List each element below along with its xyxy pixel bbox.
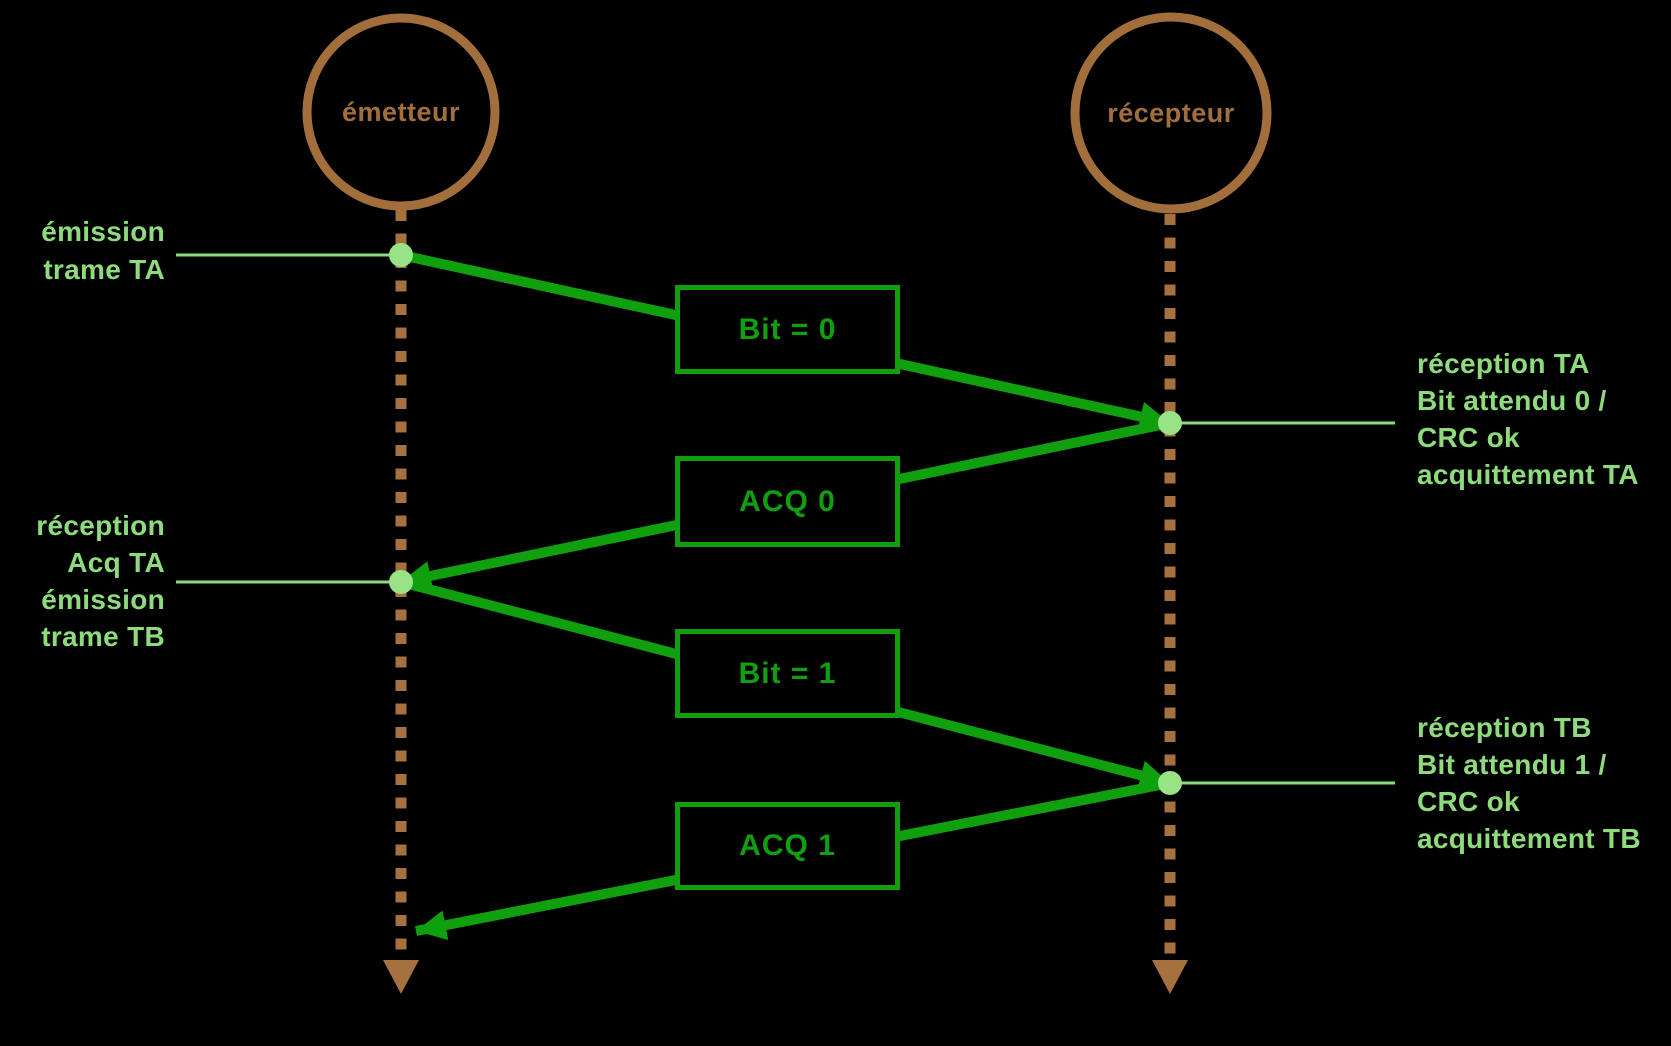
receiver-circle bbox=[1070, 12, 1272, 214]
annotation-line: émission bbox=[41, 584, 165, 615]
event-dot-emission-ta bbox=[389, 243, 413, 267]
annotation-emission-trame-ta: émission trame TA bbox=[0, 213, 165, 289]
annotation-line: CRC ok bbox=[1417, 786, 1520, 817]
annotation-reception-acq-ta-emission-tb: réception Acq TA émission trame TB bbox=[0, 507, 165, 655]
frame-box-bit1: Bit = 1 bbox=[675, 629, 900, 718]
frame-label-acq1: ACQ 1 bbox=[739, 829, 836, 862]
frame-label-acq0: ACQ 0 bbox=[739, 484, 836, 518]
annotation-line: réception bbox=[36, 510, 165, 541]
frame-box-acq1: ACQ 1 bbox=[675, 802, 900, 890]
annotation-line: CRC ok bbox=[1417, 422, 1520, 453]
annotation-reception-tb: réception TB Bit attendu 1 / CRC ok acqu… bbox=[1417, 709, 1641, 857]
receiver-lifeline-arrowhead-icon bbox=[1152, 960, 1188, 994]
event-dot-emission-tb bbox=[389, 570, 413, 594]
emitter-label: émetteur bbox=[341, 97, 461, 127]
annotation-reception-ta: réception TA Bit attendu 0 / CRC ok acqu… bbox=[1417, 345, 1639, 493]
annotation-line: Bit attendu 0 / bbox=[1417, 385, 1607, 416]
annotation-line: réception TA bbox=[1417, 348, 1590, 379]
receiver-label: récepteur bbox=[1107, 98, 1235, 128]
emitter-lifeline-arrowhead-icon bbox=[383, 960, 419, 994]
annotation-line: acquittement TA bbox=[1417, 459, 1639, 490]
event-dot-reception-tb bbox=[1158, 771, 1182, 795]
annotation-line: trame TB bbox=[41, 621, 165, 652]
frame-box-acq0: ACQ 0 bbox=[675, 456, 900, 547]
annotation-line: réception TB bbox=[1417, 712, 1592, 743]
emitter-circle bbox=[302, 13, 500, 211]
annotation-line: Bit attendu 1 / bbox=[1417, 749, 1607, 780]
annotation-line: trame TA bbox=[43, 254, 165, 285]
frame-label-bit0: Bit = 0 bbox=[738, 312, 837, 346]
frame-box-bit0: Bit = 0 bbox=[675, 285, 900, 374]
annotation-line: émission bbox=[41, 216, 165, 247]
event-dot-reception-ta bbox=[1158, 411, 1182, 435]
frame-label-bit1: Bit = 1 bbox=[738, 656, 837, 690]
annotation-line: acquittement TB bbox=[1417, 823, 1641, 854]
annotation-line: Acq TA bbox=[67, 547, 165, 578]
